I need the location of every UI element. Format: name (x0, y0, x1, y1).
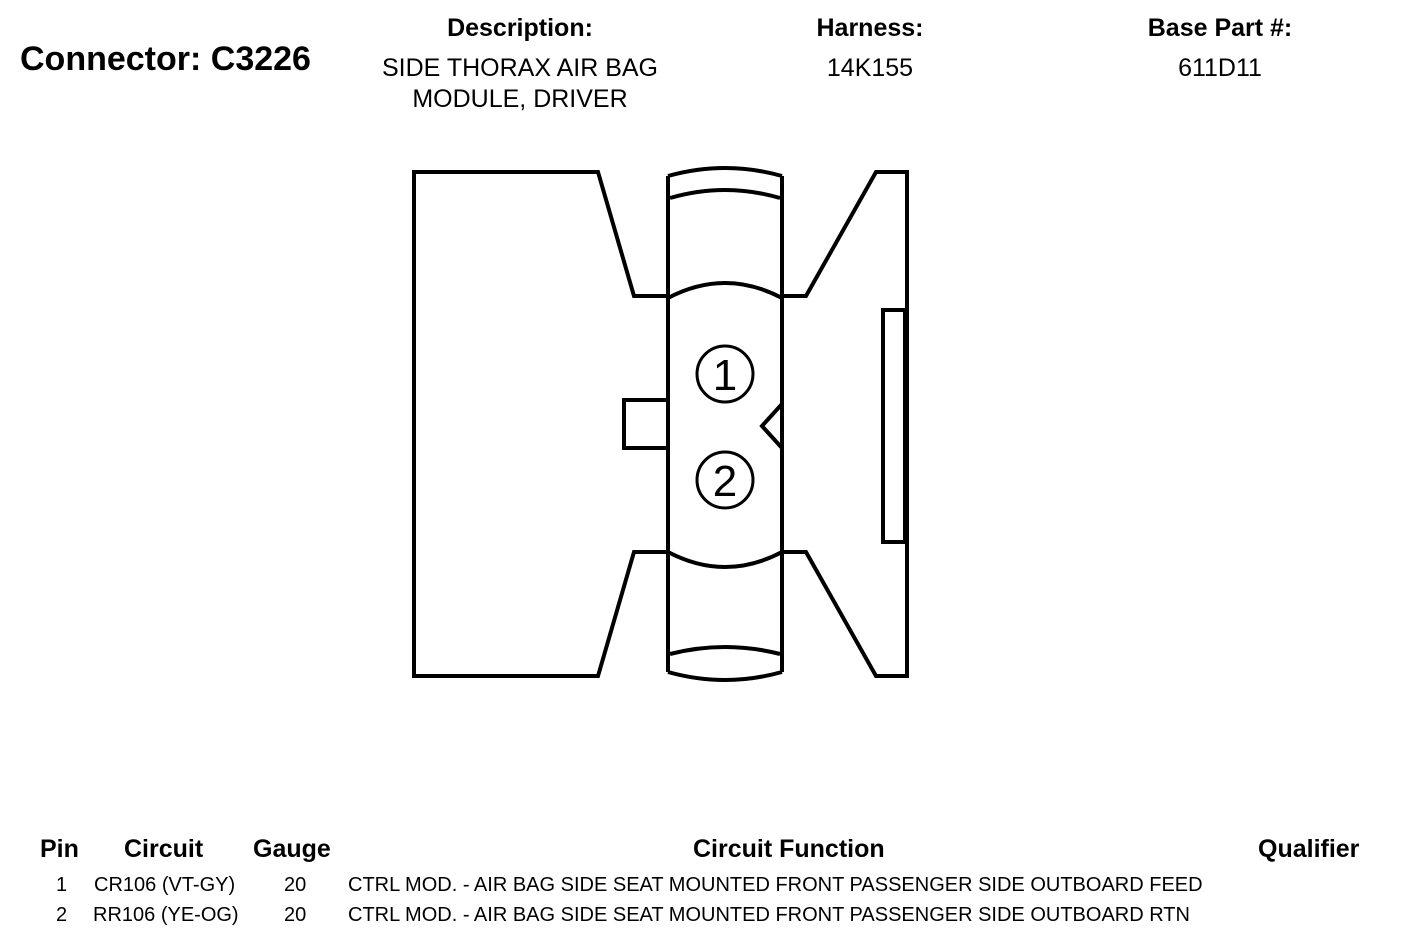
table-row-1-pin: 1 (56, 874, 68, 896)
pin-2-circle (695, 450, 755, 510)
harness-label: Harness: (816, 14, 924, 42)
base-part-label: Base Part #: (1147, 14, 1293, 42)
table-row-2-pin: 2 (56, 904, 68, 926)
left-housing-outline (412, 170, 670, 678)
connector-title: Connector: C3226 (20, 40, 311, 78)
pin-1-label: 1 (713, 351, 737, 400)
pin-2-label: 2 (713, 457, 737, 506)
column-header-circuit-function: Circuit Function (693, 835, 885, 863)
table-row-1-circuit: CR106 (VT-GY) (94, 874, 236, 896)
base-part-value: 611D11 (1178, 54, 1262, 82)
description-line-1: SIDE THORAX AIR BAG (381, 54, 658, 82)
cavity-bottom-arc (667, 550, 783, 569)
column-header-circuit: Circuit (124, 835, 204, 863)
top-cap-inner-arc (669, 188, 781, 200)
locking-rail (881, 308, 907, 544)
bottom-cap-inner-arc (669, 645, 781, 656)
table-row-1-gauge: 20 (284, 874, 307, 896)
bottom-cap-arc (667, 670, 783, 682)
harness-value: 14K155 (826, 54, 914, 82)
cavity-top-arc (667, 281, 783, 300)
column-header-qualifier: Qualifier (1258, 835, 1360, 863)
pin-1-circle (695, 344, 755, 404)
top-cap-arc (667, 166, 783, 178)
column-header-pin: Pin (40, 835, 79, 863)
table-row-2-function: CTRL MOD. - AIR BAG SIDE SEAT MOUNTED FR… (348, 904, 1190, 926)
column-header-gauge: Gauge (253, 835, 331, 863)
table-row-2-circuit: RR106 (YE-OG) (93, 904, 239, 926)
table-row-2-gauge: 20 (284, 904, 307, 926)
description-line-2: MODULE, DRIVER (412, 85, 628, 113)
description-label: Description: (447, 14, 593, 42)
table-row-1-function: CTRL MOD. - AIR BAG SIDE SEAT MOUNTED FR… (348, 874, 1203, 896)
